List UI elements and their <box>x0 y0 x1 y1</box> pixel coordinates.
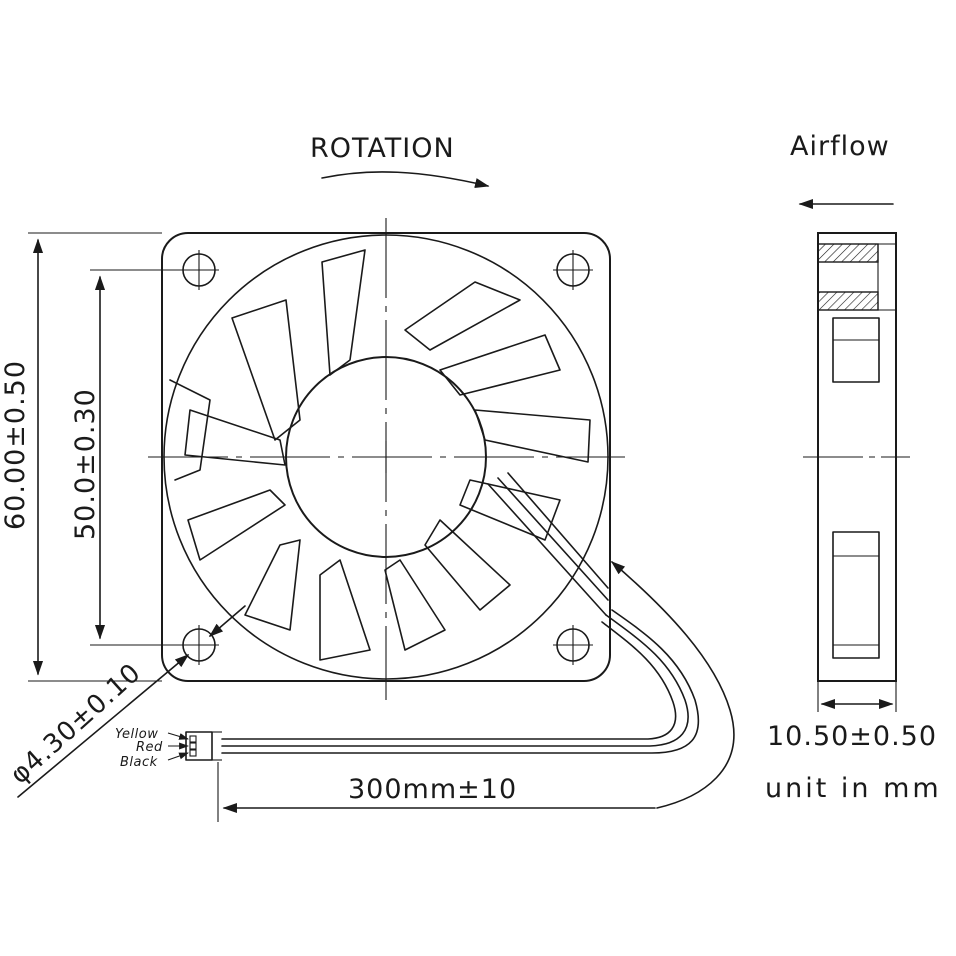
hole-diameter-label: φ4.30±0.10 <box>5 658 147 791</box>
fan-blades <box>169 249 591 661</box>
mounting-holes <box>179 250 593 665</box>
outer-dimension-label: 60.00±0.50 <box>0 360 31 530</box>
thickness-label: 10.50±0.50 <box>767 721 937 752</box>
cable-strut <box>487 472 609 616</box>
center-lines <box>148 218 625 700</box>
rotation-label: ROTATION <box>310 133 455 164</box>
airflow-label: Airflow <box>790 131 890 162</box>
wire-labels: Yellow Red Black <box>115 727 189 770</box>
wire-label-black: Black <box>120 755 158 770</box>
unit-label: unit in mm <box>765 773 942 804</box>
cable-length-label: 300mm±10 <box>348 774 517 805</box>
cable-length-dimension: 300mm±10 <box>217 762 656 822</box>
cable <box>221 609 700 754</box>
cable-leader-arrow <box>610 561 735 809</box>
wire-label-yellow: Yellow <box>115 727 158 742</box>
hole-spacing-dimension: 50.0±0.30 <box>70 269 195 646</box>
connector <box>185 731 222 761</box>
outer-dimension: 60.00±0.50 <box>0 232 162 682</box>
side-view <box>803 232 910 682</box>
thickness-dimension: 10.50±0.50 unit in mm <box>765 681 942 804</box>
hole-spacing-label: 50.0±0.30 <box>70 388 101 540</box>
rotation-arrow <box>321 171 490 188</box>
wire-label-red: Red <box>136 740 163 755</box>
